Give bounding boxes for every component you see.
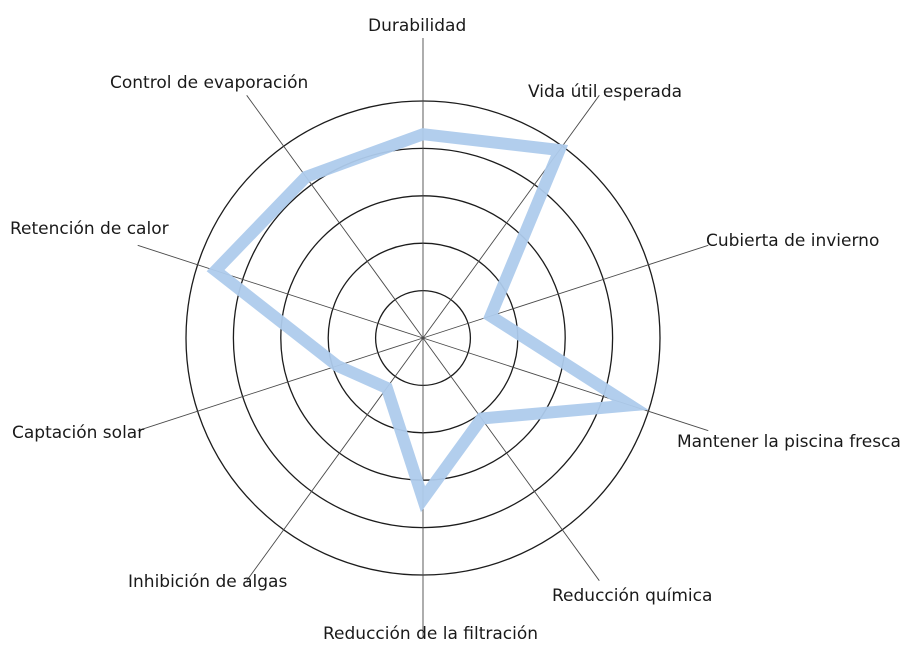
axis-label-cubierta-invierno: Cubierta de invierno [706,231,879,251]
axis-label-vida-util: Vida útil esperada [528,82,682,102]
axis-label-reduccion-filtracion: Reducción de la filtración [323,624,538,644]
axis-label-retencion-calor: Retención de calor [10,219,169,239]
axis-label-reduccion-quimica: Reducción química [552,586,712,606]
axis-spoke-2 [423,245,708,338]
axis-label-captacion-solar: Captación solar [12,423,144,443]
axis-label-control-evaporacion: Control de evaporación [110,73,308,93]
axis-label-mantener-fresca: Mantener la piscina fresca [677,432,901,452]
axis-label-inhibicion-algas: Inhibición de algas [128,572,287,592]
axis-label-durabilidad: Durabilidad [368,16,466,36]
